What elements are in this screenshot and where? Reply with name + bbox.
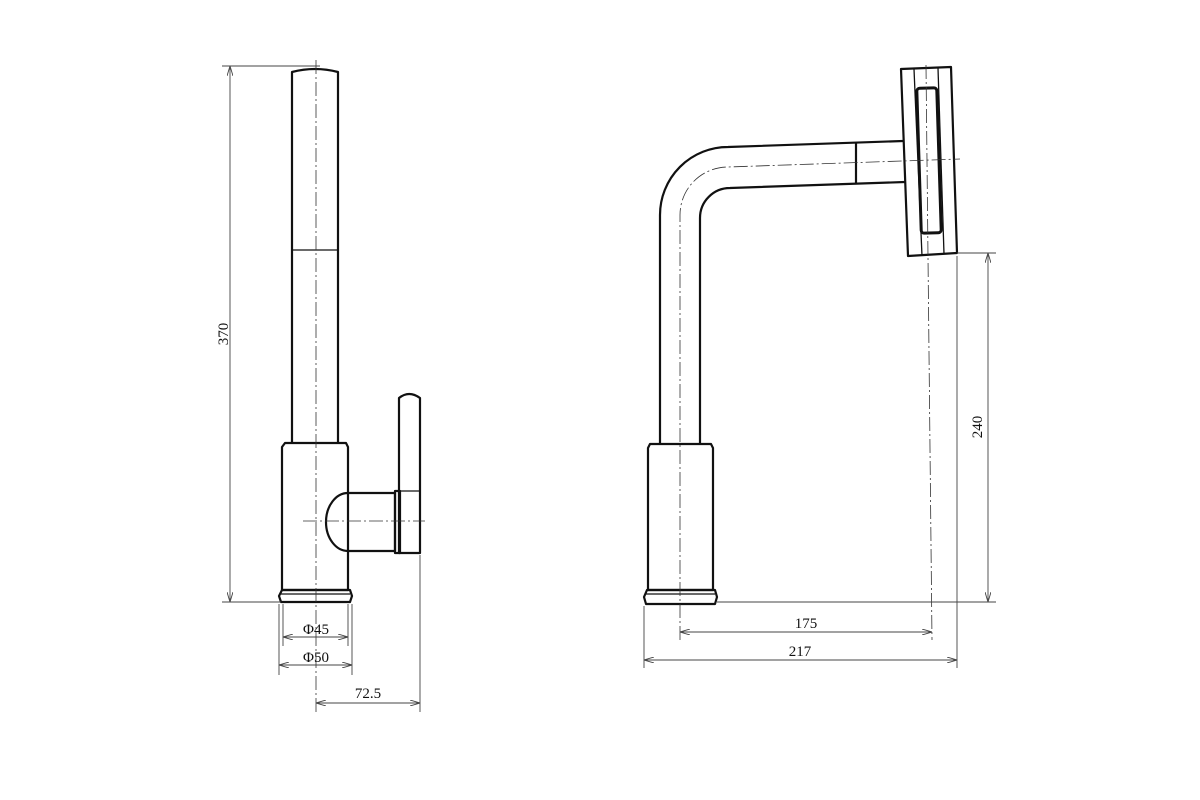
spray-head-edge [937, 67, 945, 255]
base-ring [642, 588, 719, 606]
handle-connector [324, 491, 397, 553]
side-view: 370 Φ45 Φ50 72.5 [216, 60, 425, 712]
dim-175-label: 175 [795, 616, 818, 632]
dim-72-5-label: 72.5 [355, 686, 381, 702]
spout-centerline [679, 158, 961, 640]
dim-phi50-label: Φ50 [303, 650, 329, 666]
dim-240-label: 240 [970, 416, 986, 439]
spout-tube [658, 139, 904, 444]
dim-217-label: 217 [789, 644, 812, 660]
spout-tube-inner [698, 180, 906, 444]
base-ring [277, 588, 354, 604]
dim-370-label: 370 [216, 323, 232, 346]
body-cylinder [646, 442, 715, 592]
body-cylinder [280, 441, 350, 592]
dim-phi45-label: Φ45 [303, 622, 329, 638]
spray-outlet-slot [915, 86, 943, 235]
handle-lever [397, 392, 422, 555]
spout-tube [290, 67, 340, 443]
spray-head-centerline [925, 64, 933, 641]
spray-head [899, 65, 959, 258]
front-view: 240 175 217 [642, 64, 996, 668]
